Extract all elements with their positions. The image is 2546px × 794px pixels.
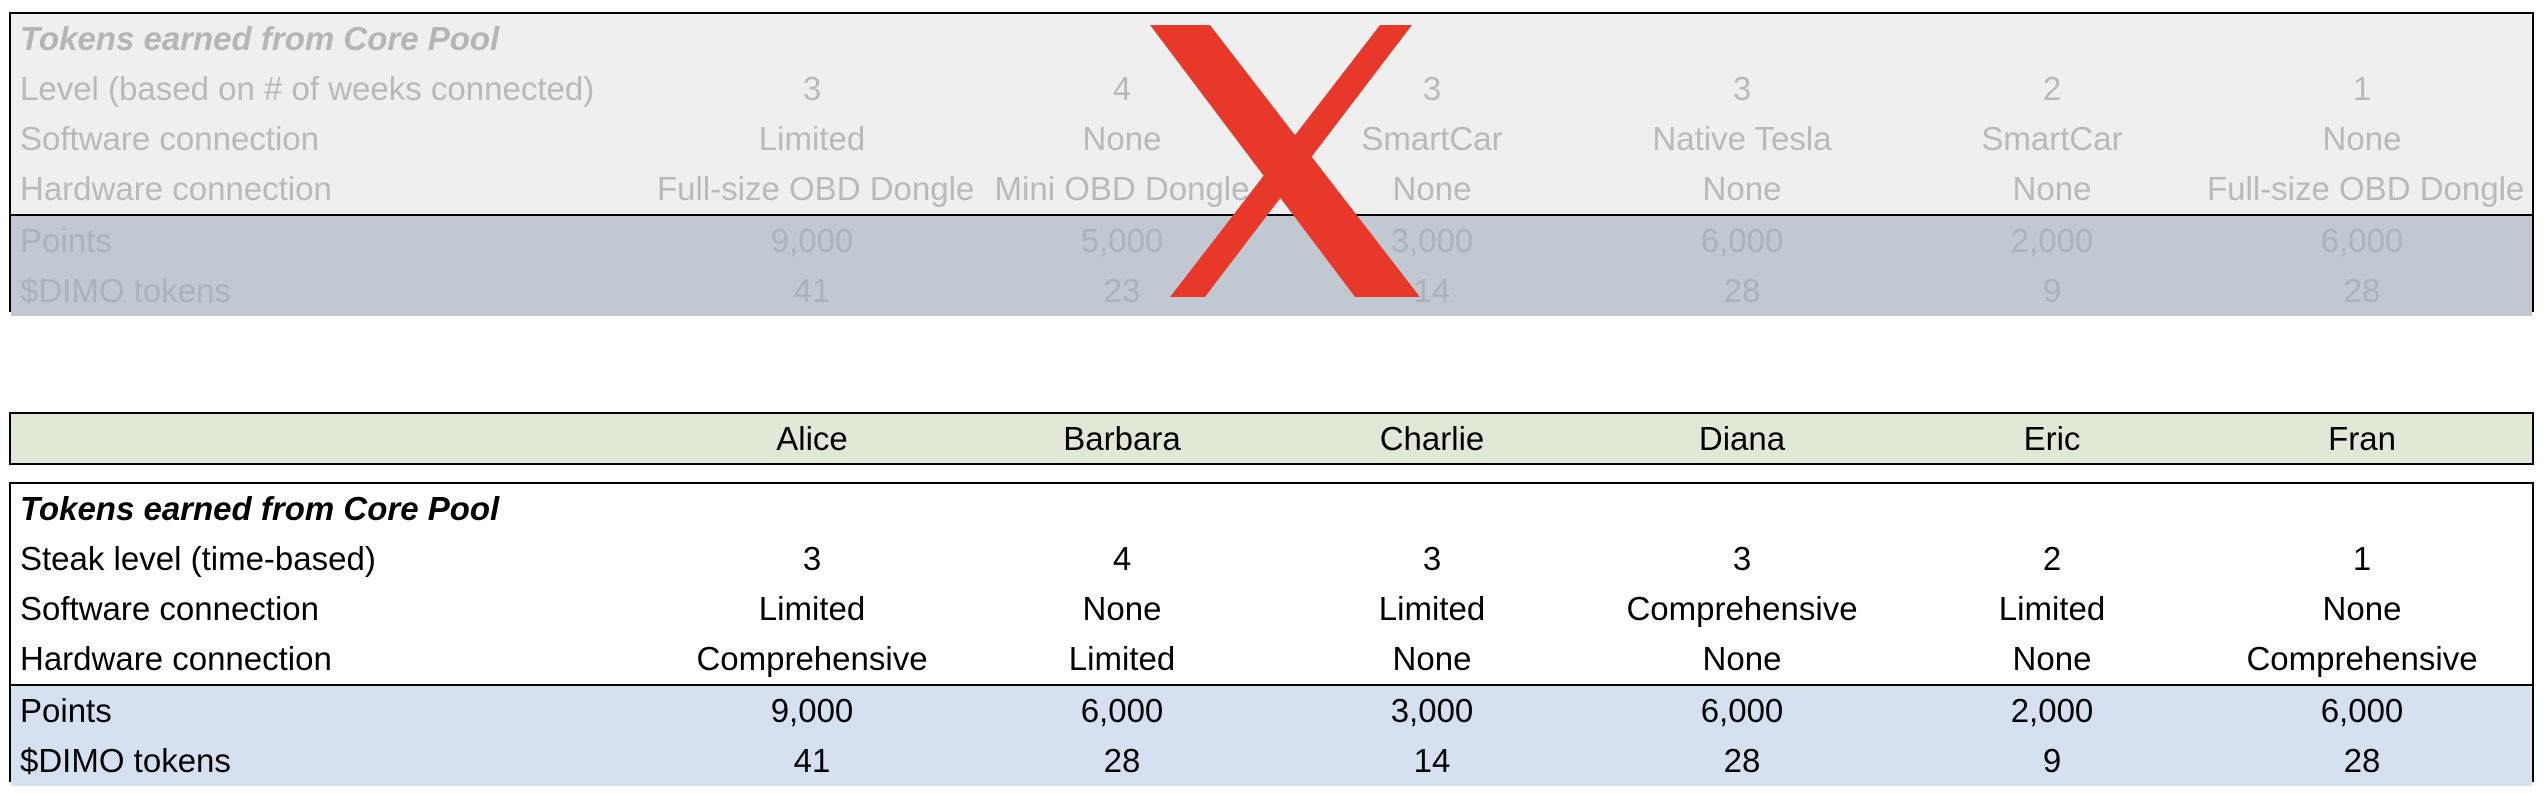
column-header-barbara: Barbara — [1063, 419, 1181, 457]
cell: Comprehensive — [1626, 590, 1858, 627]
column-header-alice: Alice — [776, 419, 848, 457]
cell: Full-size OBD Dongle — [657, 170, 975, 207]
row-label: Points — [20, 692, 112, 729]
cell: 3 — [1422, 540, 1442, 577]
new-row-points: Points 9,000 6,000 3,000 6,000 2,000 6,0… — [11, 686, 2532, 736]
cell: None — [2012, 640, 2092, 677]
cell: 9 — [2042, 272, 2062, 309]
names-header-table: Alice Barbara Charlie Diana Eric Fran — [9, 412, 2534, 465]
cell: None — [2012, 170, 2092, 207]
cell: 28 — [1103, 742, 1141, 779]
old-row-tokens: $DIMO tokens 41 23 14 28 9 28 — [11, 266, 2532, 316]
row-label: Software connection — [20, 120, 320, 157]
cell: Limited — [1068, 640, 1176, 677]
cell: 3 — [1732, 70, 1752, 107]
column-header-eric: Eric — [2023, 419, 2081, 457]
cell: 14 — [1413, 272, 1451, 309]
row-label: Level (based on # of weeks connected) — [20, 70, 595, 107]
old-row-points: Points 9,000 5,000 3,000 6,000 2,000 6,0… — [11, 216, 2532, 266]
cell: 3,000 — [1390, 222, 1474, 259]
cell: None — [1702, 170, 1782, 207]
cell: Limited — [1378, 590, 1486, 627]
cell: Full-size OBD Dongle — [2207, 170, 2525, 207]
cell: 6,000 — [1080, 692, 1164, 729]
new-row-tokens: $DIMO tokens 41 28 14 28 9 28 — [11, 736, 2532, 786]
cell: 1 — [2352, 540, 2372, 577]
cell: 9,000 — [770, 692, 854, 729]
cell: 1 — [2352, 70, 2372, 107]
cell: Limited — [1998, 590, 2106, 627]
cell: Comprehensive — [2246, 640, 2478, 677]
cell: 28 — [1723, 272, 1761, 309]
row-label: Hardware connection — [20, 640, 332, 677]
cell: SmartCar — [1361, 120, 1503, 157]
old-row-software: Software connection Limited None SmartCa… — [11, 114, 2532, 164]
cell: 3,000 — [1390, 692, 1474, 729]
cell: 6,000 — [1700, 692, 1784, 729]
cell: 6,000 — [2320, 692, 2404, 729]
cell: None — [1392, 170, 1472, 207]
cell: 5,000 — [1080, 222, 1164, 259]
row-label: Steak level (time-based) — [20, 540, 376, 577]
row-label: $DIMO tokens — [20, 742, 231, 779]
cell: SmartCar — [1981, 120, 2123, 157]
row-label: $DIMO tokens — [20, 272, 231, 309]
row-label: Software connection — [20, 590, 320, 627]
cell: 41 — [793, 272, 831, 309]
cross-stroke-2 — [1170, 25, 1412, 297]
cell: None — [2322, 120, 2402, 157]
cell: 14 — [1413, 742, 1451, 779]
new-row-software: Software connection Limited None Limited… — [11, 584, 2532, 634]
cell: Limited — [758, 590, 866, 627]
cell: 2,000 — [2010, 692, 2094, 729]
red-x-cross-icon — [1150, 25, 1420, 297]
new-table-title-row: Tokens earned from Core Pool — [11, 484, 2532, 534]
cell: 2 — [2042, 540, 2062, 577]
cell: 4 — [1112, 540, 1132, 577]
cell: 28 — [2343, 742, 2381, 779]
cell: Mini OBD Dongle — [994, 170, 1250, 207]
cell: Comprehensive — [696, 640, 928, 677]
cell: 3 — [1732, 540, 1752, 577]
cell: 9,000 — [770, 222, 854, 259]
old-table-title-row: Tokens earned from Core Pool — [11, 14, 2532, 64]
row-label: Hardware connection — [20, 170, 332, 207]
cell: 28 — [1723, 742, 1761, 779]
cell: None — [1392, 640, 1472, 677]
cell: 4 — [1112, 70, 1132, 107]
column-header-diana: Diana — [1698, 419, 1786, 457]
cell: 23 — [1103, 272, 1141, 309]
cell: None — [1082, 590, 1162, 627]
row-label: Points — [20, 222, 112, 259]
cell: 9 — [2042, 742, 2062, 779]
cell: Limited — [758, 120, 866, 157]
cell: 3 — [802, 540, 822, 577]
new-row-steak-level: Steak level (time-based) 3 4 3 3 2 1 — [11, 534, 2532, 584]
cell: None — [1082, 120, 1162, 157]
cell: 3 — [802, 70, 822, 107]
names-header-row: Alice Barbara Charlie Diana Eric Fran — [11, 414, 2532, 463]
cell: 28 — [2343, 272, 2381, 309]
cell: None — [1702, 640, 1782, 677]
old-table-crossed-out: Tokens earned from Core Pool Level (base… — [9, 12, 2534, 316]
cell: Native Tesla — [1652, 120, 1832, 157]
cell: 6,000 — [1700, 222, 1784, 259]
new-row-hardware: Hardware connection Comprehensive Limite… — [11, 634, 2532, 684]
column-header-fran: Fran — [2328, 419, 2396, 457]
cell: 6,000 — [2320, 222, 2404, 259]
cell: 3 — [1422, 70, 1442, 107]
old-table-title: Tokens earned from Core Pool — [20, 20, 500, 57]
cell: 2 — [2042, 70, 2062, 107]
old-row-level: Level (based on # of weeks connected) 3 … — [11, 64, 2532, 114]
new-table-title: Tokens earned from Core Pool — [20, 490, 500, 527]
column-header-charlie: Charlie — [1379, 419, 1485, 457]
cell: 41 — [793, 742, 831, 779]
cell: None — [2322, 590, 2402, 627]
new-highlight-section: Points 9,000 6,000 3,000 6,000 2,000 6,0… — [11, 684, 2532, 786]
new-table: Tokens earned from Core Pool Steak level… — [9, 482, 2534, 786]
old-row-hardware: Hardware connection Full-size OBD Dongle… — [11, 164, 2532, 214]
old-highlight-section: Points 9,000 5,000 3,000 6,000 2,000 6,0… — [11, 214, 2532, 316]
cell: 2,000 — [2010, 222, 2094, 259]
